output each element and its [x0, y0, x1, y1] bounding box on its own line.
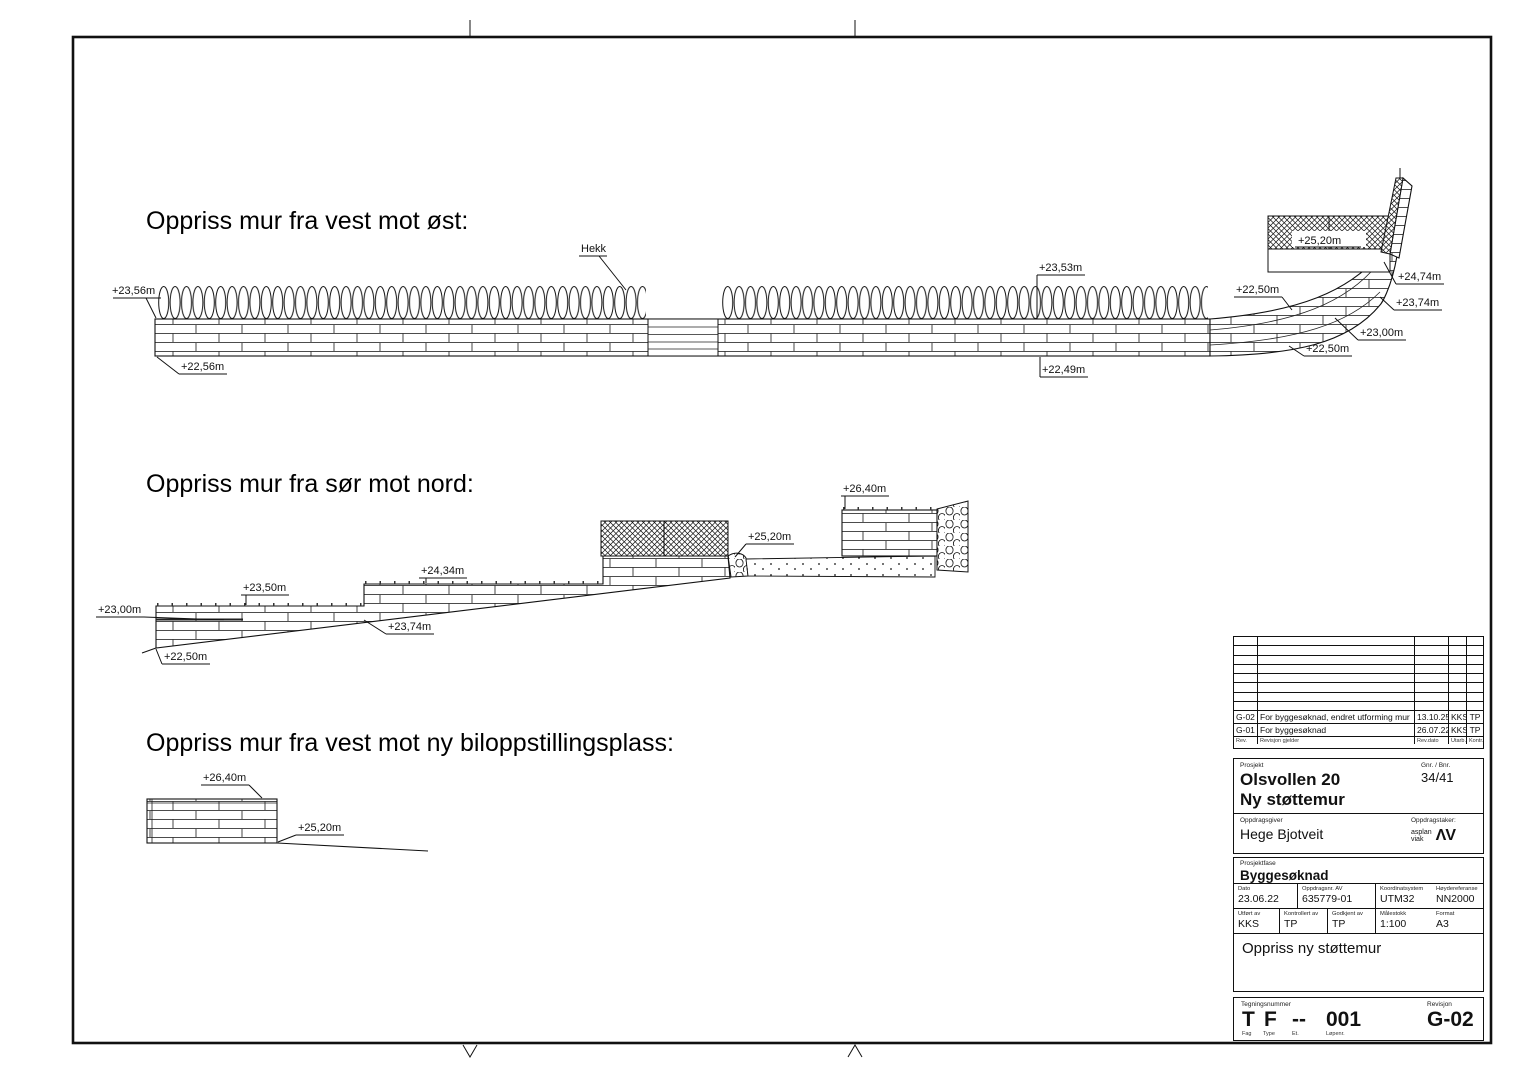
- bottom-registration-marks: [462, 1044, 863, 1058]
- v1-label-leaders: [113, 246, 1444, 378]
- gnr-label: Gnr. / Bnr.: [1421, 762, 1451, 769]
- elevation-label: +24,74m: [1398, 271, 1441, 283]
- v3-label-leaders: [201, 784, 344, 843]
- v3-ground-line: [276, 842, 429, 852]
- number-fag: T: [1242, 1008, 1255, 1031]
- hedge-label: Hekk: [581, 243, 607, 255]
- elevation-label: +22,49m: [1042, 364, 1085, 376]
- drawing-number-box: Tegningsnummer T F -- 001 Fag Type Et. L…: [1233, 997, 1484, 1041]
- order-number: 635779-01: [1302, 893, 1353, 905]
- elevation-label: +26,40m: [843, 483, 886, 495]
- elevation-label: +23,00m: [98, 604, 141, 616]
- elevation-label: +23,74m: [1396, 297, 1439, 309]
- elevation-label: +22,50m: [1236, 284, 1279, 296]
- number-label: Tegningsnummer: [1241, 1001, 1291, 1008]
- revision-row: G-02 For byggesøknad, endret utforming m…: [1234, 711, 1483, 725]
- v1-fence-strip: [1380, 177, 1404, 255]
- v1-fence-label-patch: [1292, 231, 1366, 247]
- date-value: 23.06.22: [1238, 893, 1279, 905]
- number-lopenr: 001: [1326, 1008, 1362, 1031]
- project-label: Prosjekt: [1240, 762, 1264, 769]
- v1-wall-curved-section: [1209, 249, 1398, 357]
- elevation-label: +23,53m: [1039, 262, 1082, 274]
- v1-wall-top-face: [1267, 248, 1391, 273]
- v2-stone-column: [727, 552, 749, 578]
- coord-system: UTM32: [1380, 893, 1415, 905]
- elevation-label: +23,56m: [112, 285, 155, 297]
- view1-elevation: +23,56m +22,56m Hekk +23,53m +22,49m +22…: [112, 168, 1444, 378]
- v3-wall-edges: [147, 799, 277, 843]
- v2-gravel-plateau: [745, 555, 936, 578]
- v3-wall: [146, 798, 278, 844]
- meta-row-2: Utført av KKS Kontrollert av TP Godkjent…: [1234, 909, 1483, 934]
- v2-upper-wall: [841, 509, 938, 557]
- revision-table-header: Rev. Revisjon gjelder Rev.dato Utarb. Ko…: [1236, 737, 1483, 745]
- v1-gate: [647, 318, 719, 357]
- elevation-label: +23,50m: [243, 582, 286, 594]
- revision-row: G-01 For byggesøknad 26.07.22 KKS TP: [1234, 724, 1483, 738]
- approved-by: TP: [1332, 918, 1346, 930]
- revision-table: G-02 For byggesøknad, endret utforming m…: [1233, 636, 1484, 749]
- elevation-label: +25,20m: [298, 822, 341, 834]
- phase-value: Byggesøknad: [1240, 868, 1329, 883]
- phase-label: Prosjektfase: [1240, 860, 1276, 867]
- format-value: A3: [1436, 918, 1449, 930]
- v1-terrain-curve-lower: [1209, 291, 1381, 346]
- elevation-label: +25,20m: [1298, 235, 1341, 247]
- elevation-label: +26,40m: [203, 772, 246, 784]
- view3-elevation: +26,40m +25,20m: [146, 772, 429, 852]
- number-et: --: [1292, 1008, 1306, 1031]
- meta-row-1: Dato 23.06.22 Oppdragsnr. AV 635779-01 K…: [1234, 884, 1483, 909]
- view2-title: Oppriss mur fra sør mot nord:: [146, 470, 474, 498]
- v2-label-leaders: [96, 495, 889, 665]
- revision-label: Revisjon: [1427, 1001, 1452, 1008]
- view1-title: Oppriss mur fra vest mot øst:: [146, 207, 469, 235]
- phase-meta-box: Prosjektfase Byggesøknad Dato 23.06.22 O…: [1233, 857, 1484, 992]
- project-name: Olsvollen 20: [1240, 770, 1341, 789]
- elevation-label: +24,34m: [421, 565, 464, 577]
- elevation-label: +22,56m: [181, 361, 224, 373]
- elevation-label: +22,50m: [1306, 343, 1349, 355]
- av-logo-glyph: ΛV: [1435, 827, 1456, 844]
- made-by: KKS: [1238, 918, 1260, 930]
- v1-hedge-left: [158, 286, 646, 319]
- elevation-label: +22,50m: [164, 651, 207, 663]
- project-box: Prosjekt Olsvollen 20 Ny støttemur Gnr. …: [1233, 758, 1484, 854]
- scale-value: 1:100: [1380, 918, 1407, 930]
- drawing-content-title: Oppriss ny støttemur: [1242, 940, 1382, 957]
- height-reference: NN2000: [1436, 893, 1475, 905]
- elevation-label: +23,74m: [388, 621, 431, 633]
- number-type: F: [1264, 1008, 1277, 1031]
- client-name: Hege Bjotveit: [1240, 826, 1324, 842]
- client-label: Oppdragsgiver: [1240, 817, 1283, 824]
- v1-hedge-right: [722, 286, 1208, 319]
- contractor-label: Oppdragstaker:: [1411, 817, 1456, 824]
- project-name2: Ny støttemur: [1240, 790, 1345, 809]
- sheet-frame: [71, 35, 1493, 1045]
- revision-value: G-02: [1427, 1008, 1474, 1031]
- elevation-label: +25,20m: [748, 531, 791, 543]
- v2-terrain-extension: [141, 647, 157, 654]
- view2-elevation: +23,00m +22,50m +23,50m +24,34m +23,74m …: [96, 483, 969, 665]
- v1-terrain-curve-upper: [1209, 263, 1379, 331]
- asplan-viak-logo: asplan viak ΛV: [1411, 827, 1456, 844]
- checked-by: TP: [1284, 918, 1298, 930]
- top-registration-ticks: [469, 20, 856, 36]
- elevation-label: +23,00m: [1360, 327, 1403, 339]
- view3-title: Oppriss mur fra vest mot ny biloppstilli…: [146, 729, 674, 757]
- v2-stone-slope: [936, 500, 969, 573]
- gnr-value: 34/41: [1421, 770, 1454, 785]
